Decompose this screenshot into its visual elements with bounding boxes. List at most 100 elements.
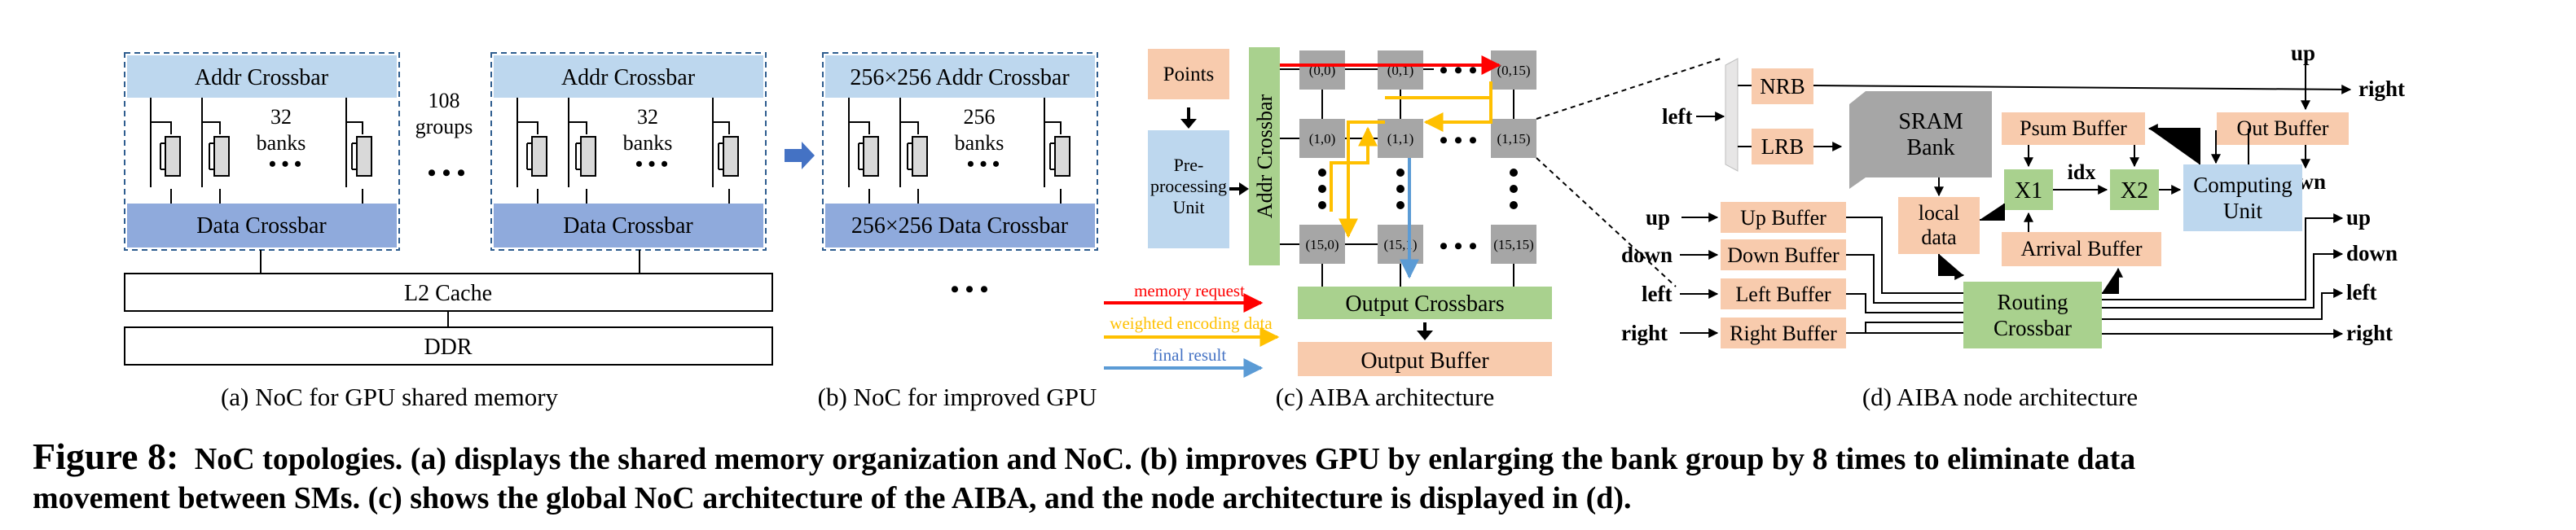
left-output-label: left xyxy=(2346,280,2376,304)
psum-buffer-label: Psum Buffer xyxy=(2020,116,2127,140)
caption-d: (d) AIBA node architecture xyxy=(1862,383,2138,411)
routing-line1: Routing xyxy=(1997,290,2068,314)
bank-icon xyxy=(526,136,547,177)
vertical-dots xyxy=(1318,169,1518,209)
row0-dots: • • • xyxy=(1440,57,1478,84)
data-crossbar-1 xyxy=(127,204,397,247)
out-buffer-box xyxy=(2217,112,2349,145)
bank-group-1-frame xyxy=(124,52,400,251)
ddr-box xyxy=(124,326,773,366)
big-data-crossbar-label: 256×256 Data Crossbar xyxy=(851,213,1069,239)
banks-word-improved: banks xyxy=(955,131,1004,155)
weighted-flow-4 xyxy=(1339,120,1385,239)
bank-icon xyxy=(858,136,879,177)
buffer-to-routing-wires xyxy=(1846,217,1963,334)
local-line2: data xyxy=(1921,226,1957,249)
dots-1: • • • xyxy=(269,152,301,176)
input-mux-top xyxy=(1725,58,1739,172)
improved-group-frame xyxy=(822,52,1098,251)
up-output-label-top: up xyxy=(2291,41,2315,65)
figure-caption-line1: Figure 8: NoC topologies. (a) displays t… xyxy=(33,436,2135,477)
down-buffer-box xyxy=(1721,239,1846,270)
banks-count-1: 32 xyxy=(270,105,292,129)
caption-b: (b) NoC for improved GPU xyxy=(818,383,1097,411)
panel-c: Points Pre- processing Unit Addr Crossba… xyxy=(1104,47,1552,411)
node-15-1 xyxy=(1378,225,1423,264)
node-15-0 xyxy=(1299,225,1345,264)
banks-word-2: banks xyxy=(623,131,673,155)
legend-memory-label: memory request xyxy=(1134,281,1245,300)
x1-box xyxy=(2004,169,2053,210)
left-buffer-label: Left Buffer xyxy=(1735,283,1831,306)
lrb-box xyxy=(1752,129,1813,164)
preprocessing-line3: Unit xyxy=(1172,197,1204,217)
panel-b: 256×256 Addr Crossbar 256×256 Data Cross… xyxy=(818,52,1098,411)
nrb-label: NRB xyxy=(1760,74,1805,99)
output-buffer-label: Output Buffer xyxy=(1361,348,1489,374)
banks-word-1: banks xyxy=(257,131,306,155)
dots-improved: • • • xyxy=(967,152,1000,176)
points-box xyxy=(1148,49,1229,99)
node-15-0-label: (15,0) xyxy=(1305,237,1339,252)
routing-line2: Crossbar xyxy=(1994,316,2072,340)
data-crossbar-2-label: Data Crossbar xyxy=(563,213,693,239)
right-input-label: right xyxy=(1621,321,1668,345)
up-output-label: up xyxy=(2346,205,2371,230)
node-1-1 xyxy=(1378,119,1423,158)
bank-icon xyxy=(907,136,928,177)
right-buffer-box xyxy=(1721,318,1846,348)
down-buffer-label: Down Buffer xyxy=(1727,243,1840,267)
down-input-label: down xyxy=(1621,243,1673,267)
nrb-box xyxy=(1752,68,1813,104)
banks-count-2: 32 xyxy=(637,105,658,129)
node-1-15-label: (1,15) xyxy=(1497,131,1530,147)
weighted-flow-5 xyxy=(1330,126,1378,212)
right-buffer-label: Right Buffer xyxy=(1730,322,1837,345)
x2-label: X2 xyxy=(2121,178,2148,204)
points-label: Points xyxy=(1163,64,1215,85)
routing-output-wires xyxy=(2102,213,2344,339)
node-0-0 xyxy=(1299,50,1345,90)
addr-crossbar-1-label: Addr Crossbar xyxy=(195,65,329,90)
bank-icon xyxy=(718,136,739,177)
addr-crossbar-2-label: Addr Crossbar xyxy=(561,65,696,90)
panel-a: Addr Crossbar Data Crossbar 32 banks • •… xyxy=(124,52,773,411)
caption-c: (c) AIBA architecture xyxy=(1276,383,1495,411)
caption-a: (a) NoC for GPU shared memory xyxy=(221,383,559,411)
x1-label: X1 xyxy=(2015,178,2042,204)
output-buffer-box xyxy=(1298,342,1552,376)
node-1-1-label: (1,1) xyxy=(1387,131,1414,147)
node-0-15-label: (0,15) xyxy=(1497,63,1530,78)
ddr-label: DDR xyxy=(424,335,472,360)
node-1-15 xyxy=(1491,119,1536,158)
addr-crossbar-2 xyxy=(494,55,763,98)
sram-bank-shape xyxy=(1849,91,1992,189)
addr-crossbar-vertical-label: Addr Crossbar xyxy=(1253,94,1277,218)
up-buffer-label: Up Buffer xyxy=(1740,206,1826,230)
output-crossbars-label: Output Crossbars xyxy=(1345,291,1504,317)
banks-group-1 xyxy=(150,98,363,204)
transition-arrow xyxy=(785,142,815,169)
legend-final-label: final result xyxy=(1153,345,1227,365)
figure-caption-line2: movement between SMs. (c) shows the glob… xyxy=(33,481,1632,515)
node-15-1-label: (15,1) xyxy=(1383,237,1417,252)
zoom-line-top xyxy=(1536,58,1721,120)
panel-d: left NRB LRB right SRAM Bank Psum Buffer… xyxy=(1621,41,2405,411)
grid-wires xyxy=(1280,68,1514,287)
up-buffer-box xyxy=(1721,202,1846,233)
output-crossbars-box xyxy=(1298,287,1552,319)
down-output-label: down xyxy=(2346,241,2398,265)
sram-line1: SRAM xyxy=(1898,109,1963,134)
bank-icon xyxy=(1049,136,1070,177)
idx-label: idx xyxy=(2068,160,2096,184)
computing-unit-box xyxy=(2183,164,2302,231)
bank-icon xyxy=(351,136,372,177)
left-input-label: left xyxy=(1662,104,1692,129)
out-buffer-label: Out Buffer xyxy=(2237,116,2329,140)
arrival-buffer-box xyxy=(2002,232,2161,266)
preprocessing-line2: processing xyxy=(1150,176,1227,196)
computing-line2: Unit xyxy=(2223,199,2263,223)
addr-crossbar-vertical xyxy=(1249,47,1280,265)
bank-icon xyxy=(575,136,596,177)
banks-improved xyxy=(848,98,1062,204)
